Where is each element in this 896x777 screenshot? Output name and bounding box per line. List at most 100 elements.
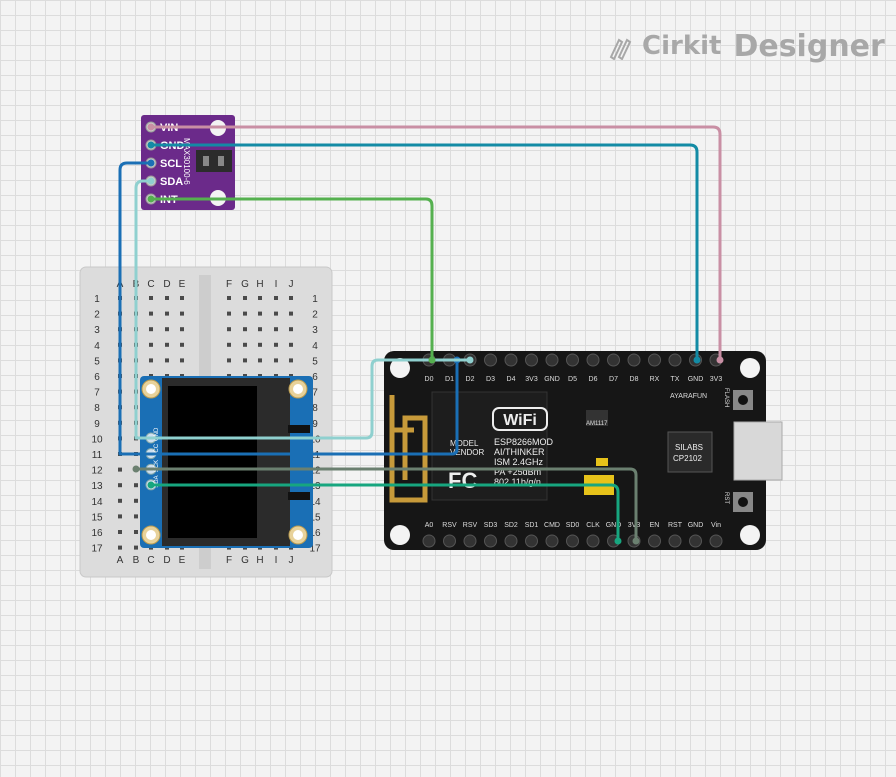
breadboard-hole[interactable] (289, 342, 293, 347)
breadboard-hole[interactable] (227, 358, 231, 363)
esp-usb-chip-line2: CP2102 (673, 454, 702, 463)
breadboard-hole[interactable] (149, 358, 153, 363)
esp-module-line: PA +25dBm (494, 467, 541, 477)
esp-pin-bottom-en[interactable] (648, 534, 661, 548)
breadboard-hole[interactable] (134, 498, 138, 503)
breadboard-hole[interactable] (274, 296, 278, 300)
rst-button-cap[interactable] (738, 497, 748, 507)
breadboard-hole[interactable] (165, 342, 169, 347)
breadboard-hole[interactable] (165, 311, 169, 316)
breadboard-hole[interactable] (243, 311, 247, 316)
rst-label: RST (723, 492, 729, 504)
breadboard-hole[interactable] (134, 530, 138, 534)
esp-pin-top-d6[interactable] (586, 353, 600, 367)
breadboard-hole[interactable] (274, 358, 278, 363)
breadboard-hole[interactable] (118, 467, 122, 472)
breadboard-hole[interactable] (149, 296, 153, 300)
breadboard-hole[interactable] (243, 296, 247, 300)
esp-pin-top-gnd[interactable] (545, 353, 559, 367)
sensor-sda-wire-end (466, 356, 474, 364)
esp-pin-top-d7[interactable] (607, 353, 620, 367)
esp-bottom-pin-label: EN (650, 522, 660, 529)
breadboard-hole[interactable] (134, 514, 138, 519)
esp-pin-bottom-a0[interactable] (422, 534, 436, 548)
breadboard-hole[interactable] (118, 530, 122, 534)
flash-button-cap[interactable] (738, 395, 748, 405)
breadboard-column-label: D (163, 555, 170, 566)
breadboard-hole[interactable] (149, 342, 153, 347)
breadboard-hole[interactable] (134, 545, 138, 550)
esp-pin-top-rx[interactable] (648, 353, 661, 367)
breadboard-hole[interactable] (227, 296, 231, 300)
sensor-scl-wire[interactable] (118, 161, 459, 456)
breadboard-hole[interactable] (180, 342, 184, 347)
breadboard-hole[interactable] (258, 342, 262, 347)
breadboard-hole[interactable] (149, 311, 153, 316)
breadboard-hole[interactable] (180, 327, 184, 332)
oled-gnd-wire[interactable] (149, 483, 620, 543)
esp-pin-bottom-gnd[interactable] (689, 534, 702, 548)
esp-usb-chip (667, 431, 713, 473)
sensor-gnd-wire[interactable] (149, 143, 699, 362)
esp-pin-top-d4[interactable] (504, 353, 518, 367)
breadboard-hole[interactable] (134, 483, 138, 488)
breadboard-hole[interactable] (274, 327, 278, 332)
esp-pin-bottom-rsv[interactable] (463, 534, 477, 548)
esp-pin-bottom-sd0[interactable] (566, 534, 579, 548)
breadboard-hole[interactable] (118, 545, 122, 550)
esp-pin-top-d8[interactable] (627, 353, 641, 367)
oled-vcc-wire[interactable] (134, 467, 638, 543)
breadboard-hole[interactable] (258, 358, 262, 363)
breadboard-hole[interactable] (258, 311, 262, 316)
esp-pin-bottom-sd1[interactable] (525, 534, 538, 548)
sensor-sda-wire[interactable] (134, 179, 472, 440)
breadboard-hole[interactable] (227, 311, 231, 316)
esp-top-pin-label: D3 (486, 376, 495, 383)
esp-pin-bottom-rst[interactable] (668, 534, 682, 548)
breadboard-hole[interactable] (227, 327, 231, 332)
breadboard-hole[interactable] (180, 358, 184, 363)
esp-pin-top-3v3[interactable] (525, 353, 538, 367)
breadboard-hole[interactable] (274, 342, 278, 347)
breadboard-hole[interactable] (165, 327, 169, 332)
oled-mount-hole-inner (293, 384, 303, 394)
breadboard-hole[interactable] (118, 514, 122, 519)
breadboard-hole[interactable] (243, 327, 247, 332)
esp-pin-bottom-cmd[interactable] (545, 534, 559, 548)
breadboard-hole[interactable] (118, 483, 122, 488)
breadboard-hole[interactable] (289, 311, 293, 316)
breadboard-row-label: 15 (91, 512, 103, 523)
breadboard-hole[interactable] (118, 498, 122, 503)
breadboard-hole[interactable] (165, 296, 169, 300)
esp-pin-bottom-sd3[interactable] (484, 534, 497, 548)
breadboard-hole[interactable] (180, 311, 184, 316)
breadboard-hole[interactable] (243, 342, 247, 347)
breadboard-hole[interactable] (289, 358, 293, 363)
sensor-pin-label: SDA (160, 176, 183, 188)
esp-pin-bottom-vin[interactable] (709, 534, 723, 548)
breadboard-row-label: 6 (312, 372, 318, 383)
breadboard-hole[interactable] (243, 358, 247, 363)
esp-pin-bottom-sd2[interactable] (504, 534, 518, 548)
esp-top-pin-label: D6 (589, 376, 598, 383)
breadboard-hole[interactable] (289, 327, 293, 332)
breadboard-hole[interactable] (180, 296, 184, 300)
breadboard-hole[interactable] (258, 327, 262, 332)
oled-mount-hole-inner (146, 384, 156, 394)
esp-pin-top-tx[interactable] (668, 353, 682, 367)
breadboard-hole[interactable] (274, 311, 278, 316)
breadboard-hole[interactable] (165, 358, 169, 363)
sensor-int-wire[interactable] (149, 197, 434, 362)
esp-pin-top-d5[interactable] (566, 353, 579, 367)
breadboard-hole[interactable] (289, 296, 293, 300)
sensor-vin-wire[interactable] (149, 125, 722, 362)
breadboard-hole[interactable] (227, 342, 231, 347)
esp8266-nodemcu[interactable]: AM1117 SILABS CP2102 AYARAFUN FLASH RST … (384, 351, 783, 550)
breadboard-hole[interactable] (149, 327, 153, 332)
esp-pin-top-d3[interactable] (484, 353, 497, 367)
breadboard-hole[interactable] (258, 296, 262, 300)
esp-pin-bottom-rsv[interactable] (443, 534, 456, 548)
esp-pin-bottom-clk[interactable] (586, 534, 600, 548)
